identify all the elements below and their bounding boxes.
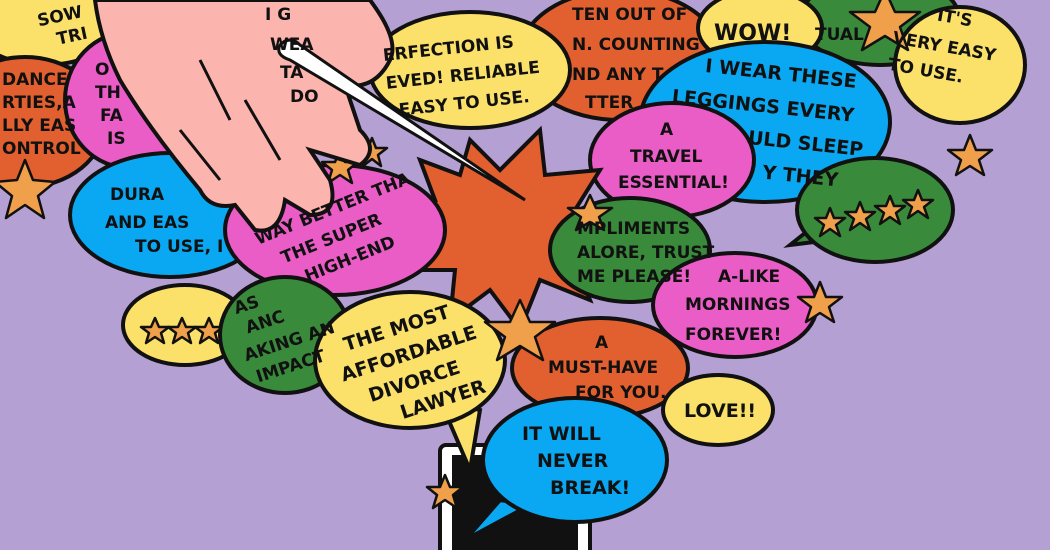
bubble-text-never-break: IT WILL NEVER BREAK! bbox=[522, 423, 630, 499]
bubble-text: TEN OUT OF bbox=[572, 5, 687, 25]
bubble-text: NEVER bbox=[537, 450, 609, 472]
bubble-text: AND EAS bbox=[105, 213, 189, 233]
bubble-text-compliments: MPLIMENTS ALORE, TRUST ME PLEASE! bbox=[577, 219, 715, 287]
bubble-text-travel: A TRAVEL ESSENTIAL! bbox=[618, 120, 729, 193]
bubble-text: IT WILL bbox=[522, 423, 601, 445]
bubble-text: I G bbox=[265, 5, 291, 25]
star-icon bbox=[139, 316, 171, 345]
star-icon bbox=[843, 200, 877, 232]
bubble-text: ME PLEASE! bbox=[577, 267, 691, 287]
shape bbox=[661, 373, 775, 447]
bubble-lawyer bbox=[313, 290, 507, 478]
bubble-text: TH bbox=[95, 83, 121, 103]
bubble-text-green-top: TUAL bbox=[815, 25, 864, 45]
bubble-text-dance: DANCE RTIES,A LLY EAS ONTROL bbox=[2, 70, 81, 159]
bubble-text: ESSENTIAL! bbox=[618, 173, 729, 193]
bubble-text: ONTROL bbox=[2, 139, 81, 159]
bubble-text: MPLIMENTS bbox=[577, 219, 690, 239]
bubble-easy-to-use bbox=[893, 5, 1027, 125]
star-rating-three bbox=[139, 316, 225, 345]
bubble-text-pink-left: O TH FA IS bbox=[95, 60, 126, 149]
bubble-text: FOREVER! bbox=[685, 325, 781, 345]
star-icon bbox=[425, 473, 465, 510]
star-rating-four bbox=[813, 188, 935, 238]
bubble-text: TUAL bbox=[815, 25, 864, 45]
bubble-text: FOR YOU. bbox=[575, 383, 667, 403]
star-icon bbox=[166, 316, 198, 345]
bubble-text: A bbox=[660, 120, 674, 140]
bubble-text-mornings: A-LIKE MORNINGS FOREVER! bbox=[685, 267, 790, 345]
hand-holding-needle bbox=[92, 0, 526, 233]
star-icon bbox=[848, 0, 922, 52]
bubble-text: WOW! bbox=[714, 21, 791, 46]
star-icon bbox=[873, 194, 907, 226]
bubble-text-ten: TEN OUT OF N. COUNTING ND ANY T TTER bbox=[572, 5, 700, 113]
bubble-three-stars bbox=[121, 283, 249, 367]
shape bbox=[277, 38, 526, 202]
star-icon bbox=[901, 188, 935, 220]
bubble-text: O bbox=[95, 60, 109, 80]
bubble-love bbox=[661, 373, 775, 447]
bubble-text: ALORE, TRUST bbox=[577, 243, 715, 263]
bubble-text: N. COUNTING bbox=[572, 35, 700, 55]
bubble-never-break bbox=[463, 396, 669, 542]
star-icon bbox=[566, 193, 614, 232]
bubble-text: ND ANY T bbox=[572, 65, 664, 85]
star-icon bbox=[796, 280, 844, 324]
bubble-text: WEA bbox=[270, 35, 314, 55]
shape bbox=[178, 59, 282, 181]
shape bbox=[795, 156, 955, 264]
bubble-text: DANCE bbox=[2, 70, 68, 90]
bubble-text: LLY EAS bbox=[2, 116, 76, 136]
bubble-text: BREAK! bbox=[550, 477, 630, 499]
bubble-text: FA bbox=[100, 106, 124, 126]
bubble-four-stars bbox=[783, 156, 955, 264]
bubble-text: A bbox=[595, 333, 609, 353]
bubble-text: A-LIKE bbox=[718, 267, 780, 287]
star-icon bbox=[813, 206, 847, 238]
star-icon bbox=[483, 298, 557, 362]
bubble-text: MORNINGS bbox=[685, 295, 790, 315]
bubble-text: TA bbox=[280, 63, 304, 83]
bubble-text: TO USE, I bbox=[135, 237, 223, 257]
star-icon bbox=[946, 133, 994, 177]
bubble-text: DURA bbox=[110, 185, 165, 205]
bubble-text: MUST-HAVE bbox=[548, 358, 658, 378]
bubble-text: DO bbox=[290, 87, 319, 107]
bubble-text: RTIES,A bbox=[2, 93, 77, 113]
bubble-text: TRAVEL bbox=[630, 147, 702, 167]
bubble-text-love: LOVE!! bbox=[684, 400, 756, 422]
bubble-text: LOVE!! bbox=[684, 400, 756, 422]
bubble-text: TTER bbox=[585, 93, 633, 113]
bubble-text-durable: DURA AND EAS TO USE, I bbox=[105, 185, 223, 257]
star-icon bbox=[0, 158, 57, 220]
shape bbox=[893, 5, 1027, 125]
decorative-stars bbox=[0, 0, 994, 510]
bubble-text-must-have: A MUST-HAVE FOR YOU. bbox=[548, 333, 667, 403]
bubble-text: IS bbox=[107, 129, 126, 149]
bubble-text-wow: WOW! bbox=[714, 21, 791, 46]
shape bbox=[313, 290, 507, 430]
bubble-text-orange-top: I G WEA TA DO bbox=[265, 5, 319, 107]
shape bbox=[481, 396, 669, 524]
